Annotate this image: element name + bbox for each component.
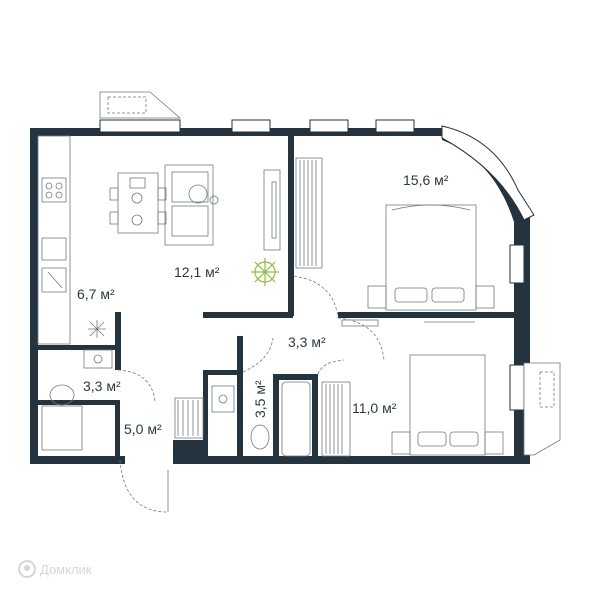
- balcony-right: [523, 362, 561, 456]
- bathroom-mid-fixtures: [211, 381, 311, 457]
- plant: [251, 258, 279, 286]
- area-label-bedroom-small: 11,0 м²: [352, 400, 397, 416]
- area-label-bathroom-mid: 3,5 м²: [252, 380, 268, 418]
- bed-large: [367, 204, 495, 311]
- sofa: [164, 164, 219, 246]
- entrance-wardrobe: [174, 397, 204, 439]
- tv-unit: [263, 169, 281, 251]
- doors: [117, 275, 385, 513]
- interior-walls: [38, 136, 514, 460]
- windows: [99, 119, 535, 411]
- area-label-bedroom-large: 15,6 м²: [403, 172, 449, 188]
- watermark-text: Домклик: [40, 561, 92, 577]
- area-label-living: 12,1 м²: [174, 264, 220, 280]
- bed-small: [391, 354, 504, 456]
- area-label-hall: 3,3 м²: [288, 334, 326, 350]
- bathroom-left-fixtures: [41, 349, 113, 451]
- kitchen-counter: [37, 135, 106, 345]
- area-label-bathroom-left: 3,3 м²: [83, 378, 121, 394]
- watermark: Домклик: [18, 560, 92, 578]
- domclick-logo-icon: [18, 560, 36, 578]
- area-label-kitchen: 6,7 м²: [77, 286, 115, 302]
- wardrobe-small: [321, 381, 351, 457]
- wardrobe-large: [295, 157, 323, 269]
- area-label-entrance: 5,0 м²: [124, 421, 162, 437]
- balcony-top: [99, 91, 182, 119]
- dining-table: [109, 172, 167, 234]
